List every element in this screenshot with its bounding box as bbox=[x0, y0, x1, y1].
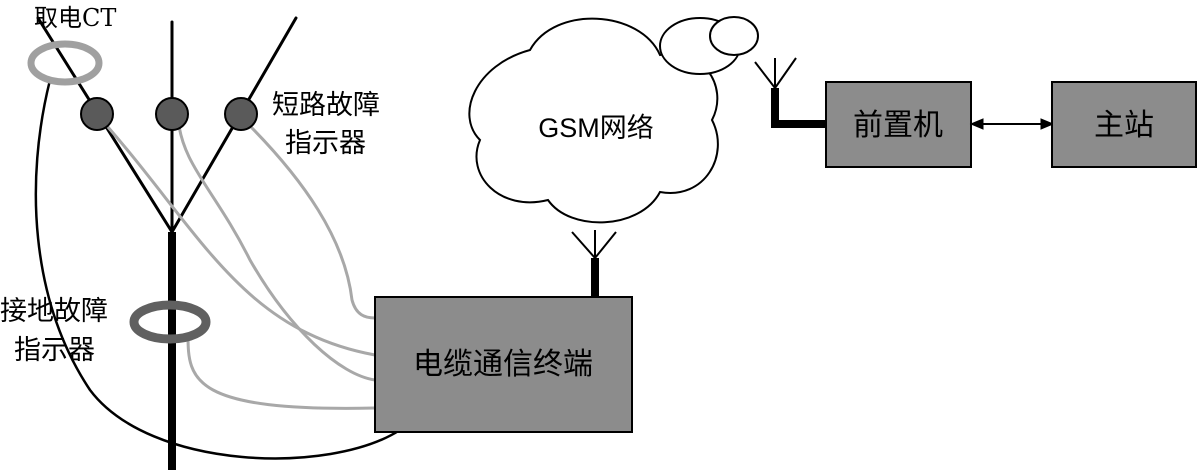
ct-ring bbox=[27, 40, 103, 86]
cable-tree bbox=[34, 16, 402, 470]
bidirectional-arrow bbox=[969, 118, 1055, 130]
ground-fault-ring bbox=[129, 300, 211, 344]
signal-wire-4 bbox=[186, 334, 376, 410]
short-circuit-indicator-middle bbox=[155, 97, 189, 131]
short-circuit-indicator-left bbox=[80, 97, 114, 131]
cable-terminal-label: 电缆通信终端 bbox=[413, 347, 593, 382]
front-end-processor-label: 前置机 bbox=[853, 108, 943, 143]
master-station-box bbox=[1051, 81, 1197, 168]
terminal-antenna-icon bbox=[571, 230, 617, 297]
signal-wire-1 bbox=[98, 117, 376, 357]
front-end-antenna-icon bbox=[754, 57, 826, 128]
front-end-processor-box bbox=[825, 81, 972, 168]
short-circuit-label-line1: 短路故障 bbox=[272, 90, 380, 121]
short-circuit-label-line2: 指示器 bbox=[285, 128, 366, 159]
short-circuit-indicators bbox=[80, 97, 258, 131]
ct-label: 取电CT bbox=[34, 4, 116, 32]
ct-power-lead bbox=[34, 78, 402, 460]
gsm-network-label: GSM网络 bbox=[538, 113, 654, 143]
cable-terminal-box bbox=[374, 296, 633, 433]
signal-wires bbox=[98, 116, 376, 410]
ground-fault-label-line2: 指示器 bbox=[14, 335, 95, 366]
signal-wire-2 bbox=[176, 117, 376, 382]
signal-wire-3 bbox=[240, 116, 376, 320]
ground-fault-label-line1: 接地故障 bbox=[0, 296, 108, 327]
gsm-cloud-icon bbox=[468, 16, 759, 224]
master-station-label: 主站 bbox=[1094, 108, 1154, 143]
short-circuit-indicator-right bbox=[224, 97, 258, 131]
